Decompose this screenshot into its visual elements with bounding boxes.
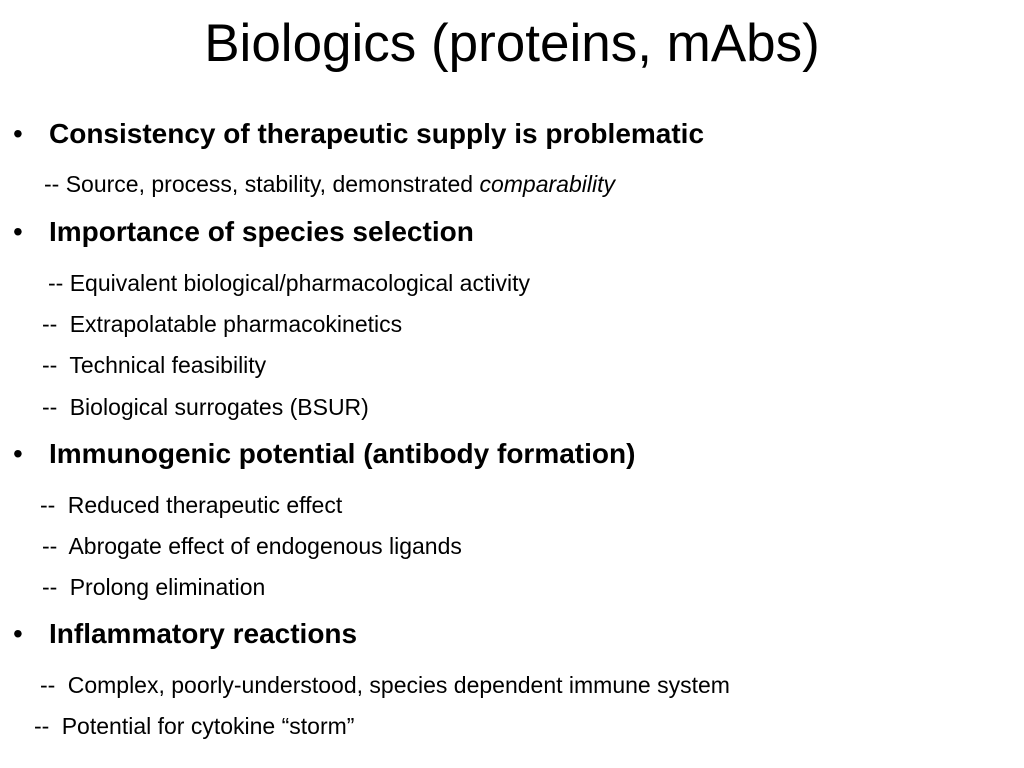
sub-item: -- Complex, poorly-understood, species d…: [40, 672, 730, 699]
bullet-heading: Immunogenic potential (antibody formatio…: [49, 438, 636, 469]
sub-item: -- Technical feasibility: [42, 352, 266, 379]
sub-item: -- Source, process, stability, demonstra…: [44, 171, 615, 198]
bullet-species-selection: • Importance of species selection: [0, 212, 1024, 252]
sub-item: -- Potential for cytokine “storm”: [34, 713, 354, 740]
dash-marker: --: [48, 270, 64, 296]
bullet-inflammatory: • Inflammatory reactions: [0, 614, 1024, 654]
sub-item-text: Source, process, stability, demonstrated: [65, 171, 480, 197]
sub-item-italic-text: comparability: [479, 171, 615, 197]
bullet-heading: Inflammatory reactions: [49, 618, 358, 649]
sub-item: -- Biological surrogates (BSUR): [42, 394, 369, 421]
sub-item-text: Technical feasibility: [69, 352, 267, 378]
dash-marker: --: [42, 394, 58, 420]
bullet-consistency: • Consistency of therapeutic supply is p…: [0, 114, 1024, 154]
dash-marker: --: [42, 574, 58, 600]
dash-marker: --: [40, 672, 56, 698]
dash-marker: --: [40, 492, 56, 518]
bullet-heading: Consistency of therapeutic supply is pro…: [49, 118, 705, 149]
dash-marker: --: [42, 352, 58, 378]
bullet-icon: •: [13, 618, 23, 649]
sub-item: -- Equivalent biological/pharmacological…: [48, 270, 530, 297]
bullet-immunogenic: • Immunogenic potential (antibody format…: [0, 434, 1024, 474]
sub-item-text: Abrogate effect of endogenous ligands: [68, 533, 462, 559]
slide-title: Biologics (proteins, mAbs): [204, 14, 820, 73]
sub-item-text: Biological surrogates (BSUR): [69, 394, 369, 420]
sub-item: -- Reduced therapeutic effect: [40, 492, 342, 519]
bullet-icon: •: [13, 118, 23, 149]
sub-item: -- Abrogate effect of endogenous ligands: [42, 533, 462, 560]
sub-item-text: Potential for cytokine “storm”: [61, 713, 355, 739]
dash-marker: --: [34, 713, 50, 739]
dash-marker: --: [44, 171, 60, 197]
bullet-heading: Importance of species selection: [49, 216, 474, 247]
dash-marker: --: [42, 533, 58, 559]
sub-item-text: Extrapolatable pharmacokinetics: [69, 311, 403, 337]
sub-item-text: Equivalent biological/pharmacological ac…: [69, 270, 530, 296]
sub-item: -- Prolong elimination: [42, 574, 265, 601]
sub-item-text: Prolong elimination: [69, 574, 266, 600]
sub-item-text: Reduced therapeutic effect: [67, 492, 343, 518]
dash-marker: --: [42, 311, 58, 337]
bullet-icon: •: [13, 216, 23, 247]
sub-item: -- Extrapolatable pharmacokinetics: [42, 311, 402, 338]
sub-item-text: Complex, poorly-understood, species depe…: [67, 672, 730, 698]
bullet-icon: •: [13, 438, 23, 469]
